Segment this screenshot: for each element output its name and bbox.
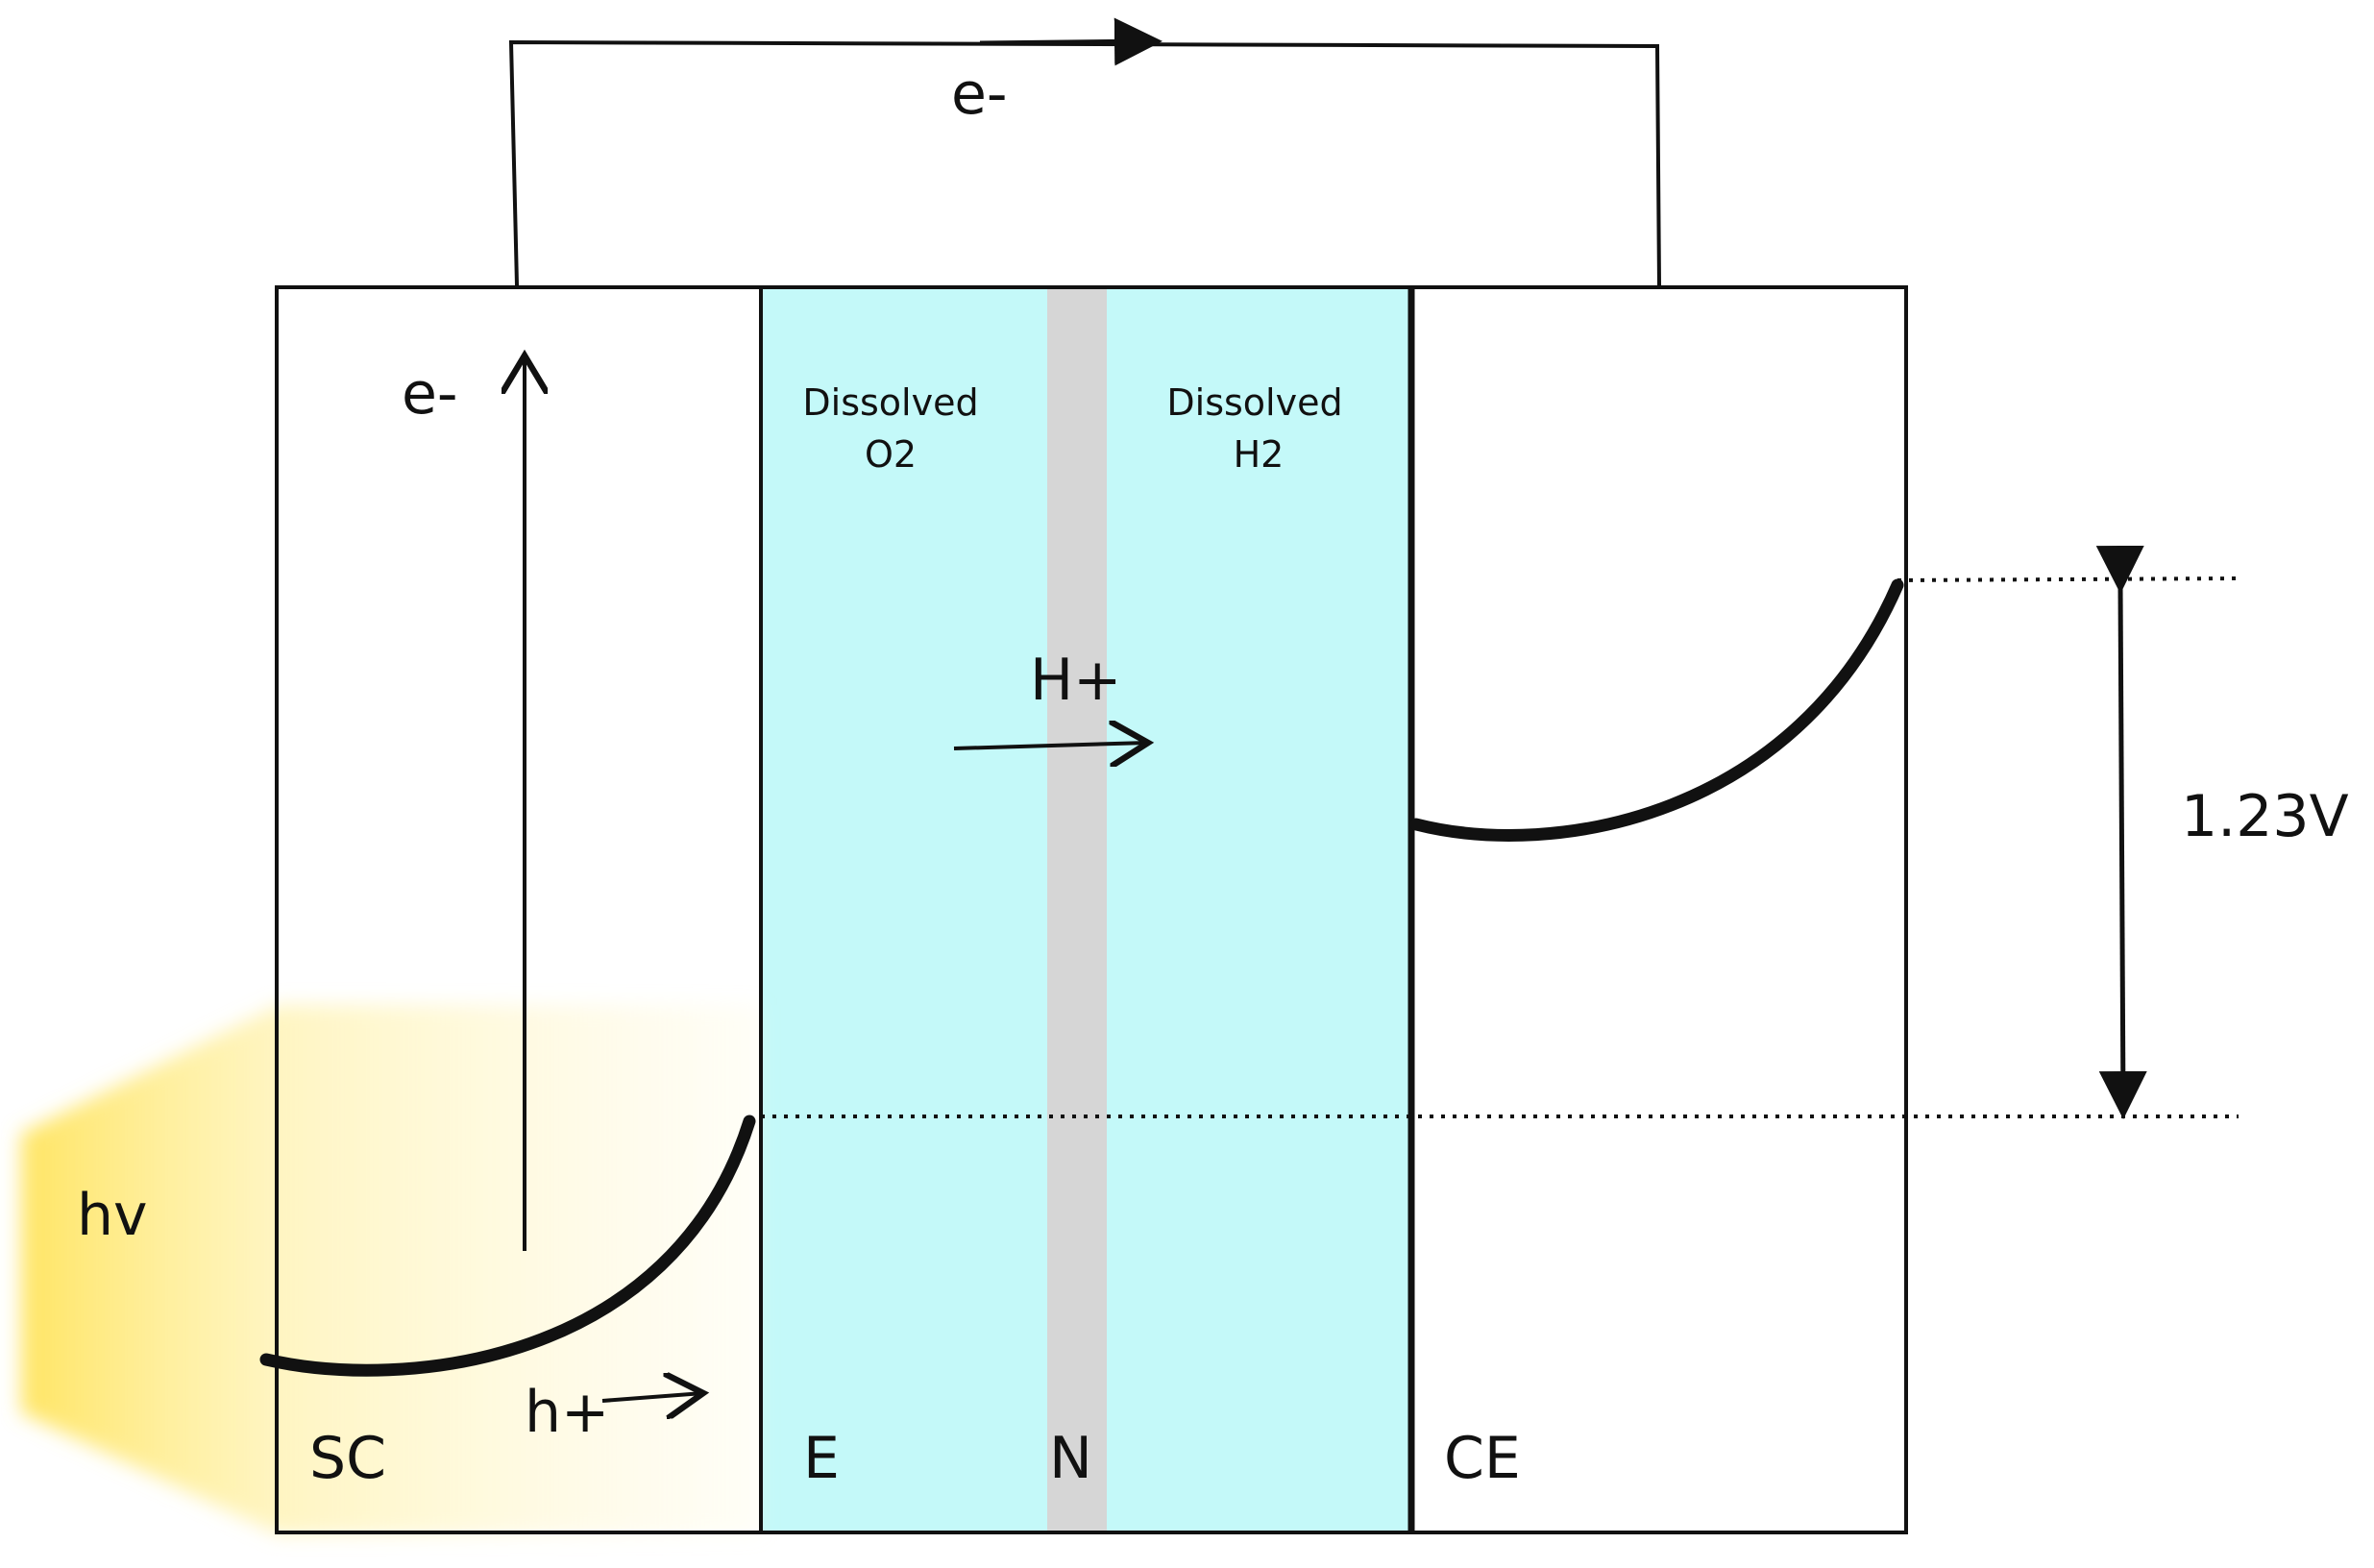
voltage-label: 1.23V [2181,783,2349,850]
semiconductor-label: SC [309,1425,386,1492]
hole-label: h+ [525,1379,609,1446]
counter-electrode-label: CE [1444,1425,1521,1492]
membrane [1047,287,1107,1532]
dissolved-h2-label-line2: H2 [1234,433,1285,476]
light-glow [21,1005,761,1534]
hole-arrow [601,1393,703,1401]
dissolved-o2-label-line1: Dissolved [802,381,978,424]
external-electron-label: e- [951,61,1008,128]
sc-electron-label: e- [402,360,458,428]
electrolyte-label: E [803,1425,840,1492]
dissolved-o2-label-line2: O2 [865,433,917,476]
light-label: hv [77,1182,148,1249]
cell-outline [275,285,1908,1534]
ce-band-curve [1409,578,1904,842]
sc-band-curve [259,1115,756,1377]
external-electron-arrow [979,17,1163,66]
external-circuit-wire [508,39,1661,286]
proton-arrow [953,743,1148,748]
membrane-label: N [1049,1425,1092,1492]
dissolved-h2-label-line1: Dissolved [1166,381,1342,424]
voltage-arrow [2095,545,2147,1119]
proton-label: H+ [1030,647,1121,714]
upper-energy-level [1897,576,2239,582]
